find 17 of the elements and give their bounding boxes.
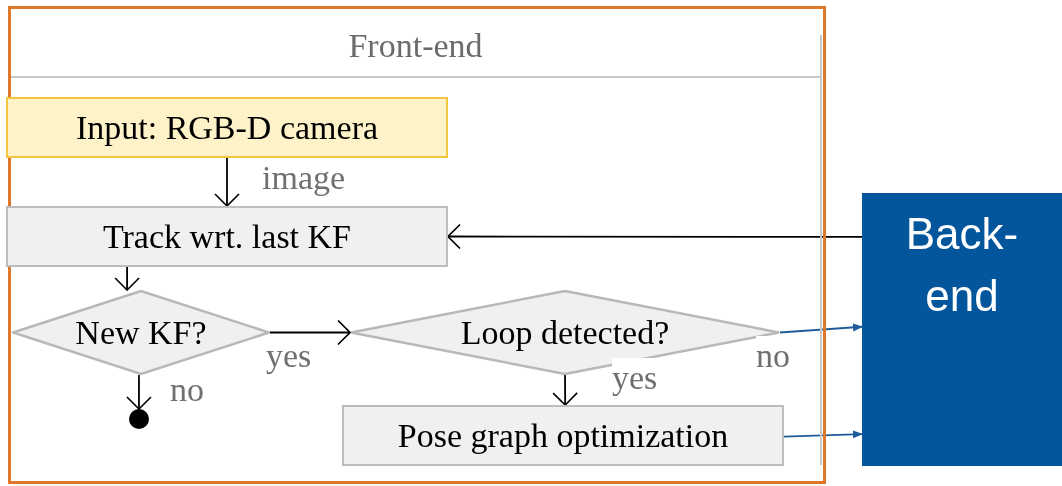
edge-label: yes xyxy=(612,358,658,398)
arrow xyxy=(114,266,140,291)
arrow xyxy=(447,223,863,250)
arrow xyxy=(779,323,863,334)
arrow xyxy=(783,430,863,439)
arrow xyxy=(269,319,351,346)
input-box: Input: RGB-D camera xyxy=(6,97,448,158)
arrow xyxy=(214,157,240,207)
back-end-box: Back-end xyxy=(862,193,1062,466)
process-box: Pose graph optimization xyxy=(342,405,784,466)
decision-text: Loop detected? xyxy=(460,312,670,353)
front-end-panel xyxy=(8,6,826,484)
process-box: Track wrt. last KF xyxy=(6,206,448,267)
arrow xyxy=(552,374,578,406)
decision-text: New KF? xyxy=(75,312,207,353)
panel-title: Front-end xyxy=(348,26,483,66)
arrow xyxy=(126,374,152,410)
